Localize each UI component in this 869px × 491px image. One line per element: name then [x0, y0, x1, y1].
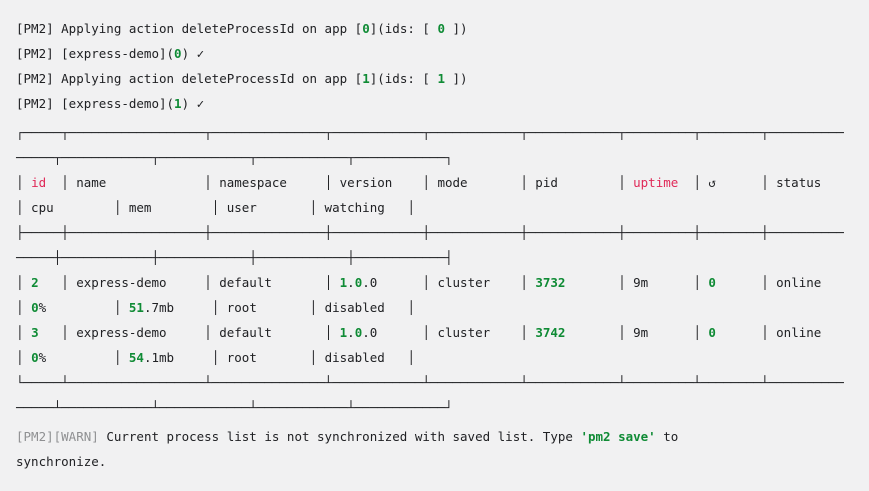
- terminal-text-segment: 0: [31, 300, 39, 315]
- terminal-text-segment: │ ↺ │ status: [678, 175, 844, 190]
- terminal-text-segment: 1: [437, 71, 445, 86]
- table-border-mid-1: ├─────┼──────────────────┼──────────────…: [16, 220, 869, 245]
- terminal-text-segment: .: [347, 325, 355, 340]
- table-border-bottom-2: ─────┴────────────┴────────────┴────────…: [16, 395, 869, 420]
- terminal-text-segment: [PM2] Applying action deleteProcessId on…: [16, 21, 363, 36]
- terminal-text-segment: ](ids: [: [369, 71, 438, 86]
- table-row-2-line-1: │ 3 │ express-demo │ default │ 1.0.0 │ c…: [16, 320, 869, 345]
- terminal-text-segment: 3: [31, 325, 39, 340]
- terminal-text-segment: ├─────┼──────────────────┼──────────────…: [16, 225, 844, 240]
- terminal-text-segment: [PM2] [express-demo](: [16, 46, 175, 61]
- terminal-output: [PM2] Applying action deleteProcessId on…: [16, 16, 869, 474]
- terminal-text-segment: 0: [354, 275, 363, 290]
- terminal-text-segment: 0: [362, 21, 370, 36]
- terminal-text-segment: ─────┼────────────┼────────────┼────────…: [16, 250, 453, 265]
- terminal-text-segment: │: [16, 175, 32, 190]
- terminal-text-segment: ┌─────┬──────────────────┬──────────────…: [16, 125, 844, 140]
- table-header-row-2: │ cpu │ mem │ user │ watching │: [16, 195, 869, 220]
- terminal-text-segment: 'pm2 save': [580, 429, 656, 444]
- table-border-top-2: ─────┬────────────┬────────────┬────────…: [16, 145, 869, 170]
- terminal-text-segment: 3732: [535, 275, 566, 290]
- terminal-text-segment: .: [347, 275, 355, 290]
- terminal-text-segment: │ 9m │: [565, 275, 709, 290]
- terminal-text-segment: 0: [31, 350, 39, 365]
- pm2-log-line-delete-1: [PM2] Applying action deleteProcessId on…: [16, 66, 869, 91]
- pm2-warn-line-2: synchronize.: [16, 449, 869, 474]
- terminal-text-segment: │: [16, 300, 32, 315]
- terminal-text-segment: 3742: [535, 325, 566, 340]
- terminal-text-segment: ─────┬────────────┬────────────┬────────…: [16, 150, 453, 165]
- terminal-text-segment: .1mb │ root │ disabled │: [143, 350, 415, 365]
- terminal-text-segment: 2: [31, 275, 39, 290]
- terminal-text-segment: │ name │ namespace │ version │ mode │ pi…: [46, 175, 634, 190]
- terminal-text-segment: % │: [38, 350, 129, 365]
- terminal-text-segment: 54: [128, 350, 144, 365]
- terminal-text-segment: .0 │ cluster │: [362, 325, 536, 340]
- terminal-text-segment: │ express-demo │ default │: [38, 275, 340, 290]
- terminal-text-segment: │ express-demo │ default │: [38, 325, 340, 340]
- terminal-text-segment: 51: [128, 300, 144, 315]
- terminal-text-segment: ─────┴────────────┴────────────┴────────…: [16, 400, 453, 415]
- table-row-1-line-2: │ 0% │ 51.7mb │ root │ disabled │: [16, 295, 869, 320]
- terminal-text-segment: % │: [38, 300, 129, 315]
- terminal-text-segment: ]): [444, 21, 468, 36]
- terminal-text-segment: │ online: [715, 275, 844, 290]
- terminal-text-segment: │ cpu │ mem │ user │ watching │: [16, 200, 415, 215]
- terminal-text-segment: 1: [339, 275, 348, 290]
- terminal-text-segment: 0: [708, 275, 716, 290]
- terminal-text-segment: .7mb │ root │ disabled │: [143, 300, 415, 315]
- table-border-bottom-1: └─────┴──────────────────┴──────────────…: [16, 370, 869, 395]
- table-header-row-1: │ id │ name │ namespace │ version │ mode…: [16, 170, 869, 195]
- terminal-text-segment: [PM2] [express-demo](: [16, 96, 175, 111]
- pm2-warn-line-1: [PM2][WARN] Current process list is not …: [16, 424, 869, 449]
- terminal-text-segment: 0: [174, 46, 182, 61]
- terminal-text-segment: 0: [437, 21, 445, 36]
- pm2-log-line-delete-0: [PM2] Applying action deleteProcessId on…: [16, 16, 869, 41]
- terminal-text-segment: [PM2] Applying action deleteProcessId on…: [16, 71, 363, 86]
- terminal-text-segment: uptime: [633, 175, 679, 190]
- terminal-text-segment: 1: [339, 325, 348, 340]
- terminal-text-segment: │: [16, 275, 32, 290]
- terminal-text-segment: ) ✓: [181, 46, 205, 61]
- terminal-text-segment: ]): [444, 71, 468, 86]
- terminal-text-segment: │ online: [715, 325, 844, 340]
- terminal-text-segment: │: [16, 325, 32, 340]
- terminal-text-segment: .0 │ cluster │: [362, 275, 536, 290]
- terminal-text-segment: │: [16, 350, 32, 365]
- table-border-mid-2: ─────┼────────────┼────────────┼────────…: [16, 245, 869, 270]
- terminal-text-segment: synchronize.: [16, 454, 107, 469]
- table-row-1-line-1: │ 2 │ express-demo │ default │ 1.0.0 │ c…: [16, 270, 869, 295]
- pm2-log-line-done-0: [PM2] [express-demo](0) ✓: [16, 41, 869, 66]
- terminal-text-segment: to: [655, 429, 679, 444]
- terminal-text-segment: └─────┴──────────────────┴──────────────…: [16, 375, 844, 390]
- pm2-log-line-done-1: [PM2] [express-demo](1) ✓: [16, 91, 869, 116]
- terminal-text-segment: [PM2][WARN]: [16, 429, 107, 444]
- terminal-text-segment: 1: [362, 71, 370, 86]
- table-row-2-line-2: │ 0% │ 54.1mb │ root │ disabled │: [16, 345, 869, 370]
- terminal-text-segment: 0: [354, 325, 363, 340]
- terminal-text-segment: 0: [708, 325, 716, 340]
- terminal-text-segment: ](ids: [: [369, 21, 438, 36]
- terminal-text-segment: Current process list is not synchronized…: [106, 429, 581, 444]
- terminal-text-segment: │ 9m │: [565, 325, 709, 340]
- terminal-text-segment: 1: [174, 96, 182, 111]
- terminal-text-segment: ) ✓: [181, 96, 205, 111]
- table-border-top-1: ┌─────┬──────────────────┬──────────────…: [16, 120, 869, 145]
- terminal-text-segment: id: [31, 175, 47, 190]
